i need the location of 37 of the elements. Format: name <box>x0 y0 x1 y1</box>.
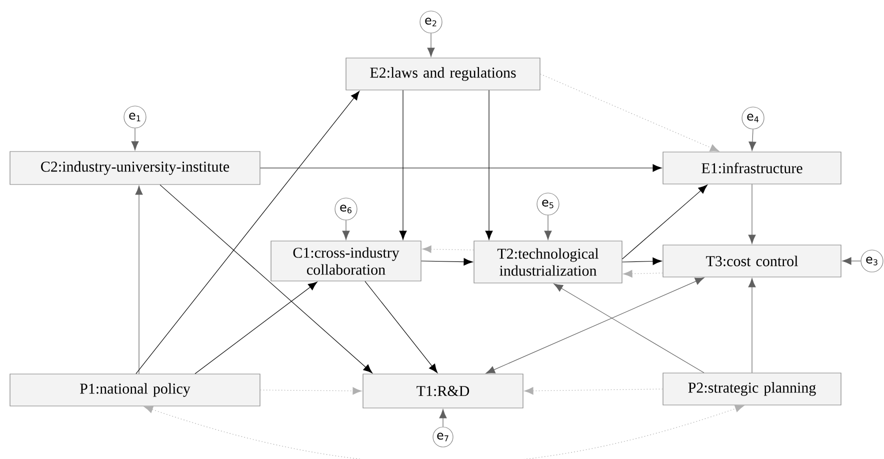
arrow <box>260 387 362 395</box>
variable-box: P2:strategic planning <box>662 372 842 406</box>
arrow <box>135 186 143 374</box>
arrow <box>136 90 360 374</box>
variable-box: P1:national policy <box>10 374 260 406</box>
variable-box: T1:R&D <box>362 374 524 408</box>
variable-box: T3:cost control <box>662 244 842 278</box>
arrow <box>131 128 139 150</box>
arrow <box>622 184 708 260</box>
arrow <box>524 387 663 395</box>
arrow <box>748 278 756 373</box>
variable-box: T2:technological industrialization <box>474 240 622 284</box>
arrow <box>342 220 350 240</box>
arrow <box>486 277 704 374</box>
arrow <box>421 258 473 266</box>
variable-box: E2:laws and regulations <box>346 58 540 90</box>
arrow <box>399 90 407 240</box>
arrow <box>842 257 861 265</box>
arrow <box>439 409 447 427</box>
arrow <box>364 281 438 374</box>
arrow <box>427 33 435 57</box>
arrow <box>260 164 662 172</box>
arrow <box>748 184 756 244</box>
variable-box: C1:cross-industry collaboration <box>270 240 422 282</box>
arrow <box>622 257 662 265</box>
variable-box: E1:infrastructure <box>662 152 842 184</box>
arrow <box>623 270 663 278</box>
arrow <box>540 74 720 152</box>
arrow <box>485 90 493 240</box>
arrow <box>554 284 704 373</box>
arrow <box>544 215 552 240</box>
variable-box: C2:industry-university-institute <box>10 151 260 185</box>
arrow <box>422 245 474 253</box>
arrow <box>748 129 756 151</box>
arrow <box>160 184 372 374</box>
arrow <box>144 404 744 459</box>
arrow <box>194 282 318 374</box>
